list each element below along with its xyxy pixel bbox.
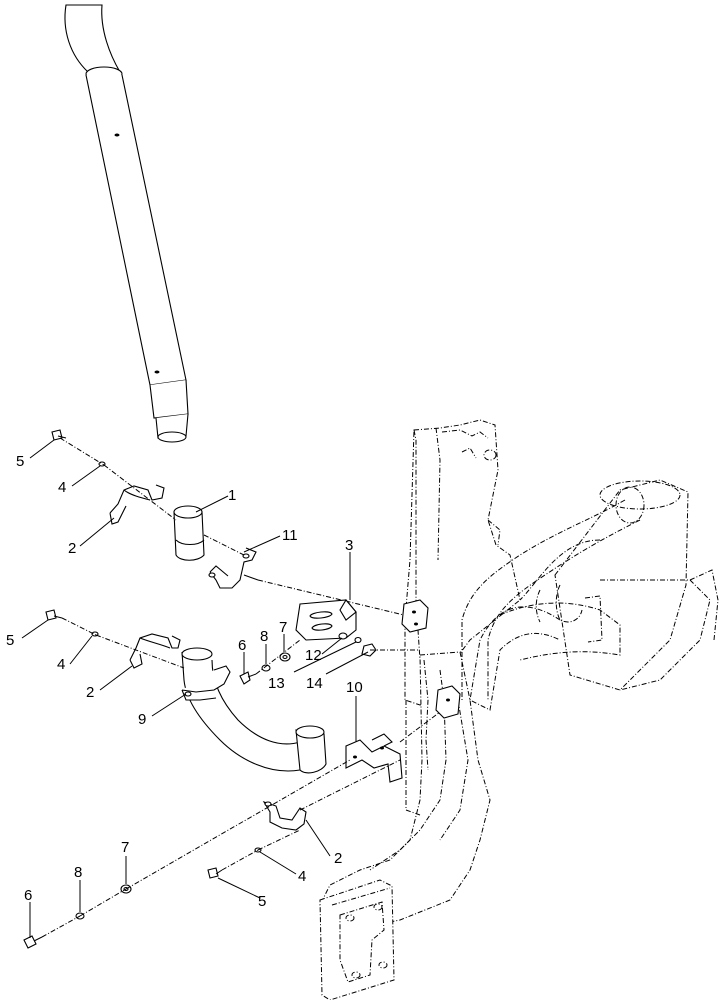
callout-7-middle: 7 bbox=[279, 619, 287, 636]
callout-2-middle: 2 bbox=[86, 684, 94, 701]
lower-clamp-set bbox=[23, 759, 401, 949]
callout-5-lower: 5 bbox=[258, 893, 266, 910]
exhaust-tail-pipe bbox=[64, 4, 189, 443]
callout-6-lower: 6 bbox=[24, 887, 32, 904]
callout-12: 12 bbox=[305, 647, 322, 664]
callout-11: 11 bbox=[282, 527, 298, 544]
callout-2-upper: 2 bbox=[68, 540, 76, 557]
callout-8-lower: 8 bbox=[74, 864, 82, 881]
mounting-bracket-3 bbox=[295, 599, 429, 641]
callout-13: 13 bbox=[268, 675, 285, 692]
callout-5-middle: 5 bbox=[6, 632, 14, 649]
callout-14: 14 bbox=[306, 675, 323, 692]
callout-8-middle: 8 bbox=[260, 628, 268, 645]
upper-clamp-set bbox=[51, 429, 409, 617]
mounting-bracket-10 bbox=[345, 685, 461, 783]
callout-9: 9 bbox=[138, 711, 146, 728]
callout-10: 10 bbox=[346, 679, 363, 696]
callout-4-upper: 4 bbox=[58, 479, 66, 496]
callout-6-middle: 6 bbox=[238, 637, 246, 654]
callout-1: 1 bbox=[228, 487, 236, 504]
bracket-hardware bbox=[239, 632, 420, 685]
callout-5-upper: 5 bbox=[16, 453, 24, 470]
callout-7-lower: 7 bbox=[121, 839, 129, 856]
callout-2-lower: 2 bbox=[334, 850, 342, 867]
callout-labels: 1 2 2 2 3 4 4 4 5 5 5 6 6 7 7 8 8 9 10 1… bbox=[6, 453, 363, 910]
machine-frame bbox=[319, 419, 719, 1000]
middle-clamp-set bbox=[45, 609, 327, 774]
callout-leaders bbox=[21, 439, 369, 938]
callout-4-lower: 4 bbox=[298, 868, 306, 885]
callout-3: 3 bbox=[345, 537, 353, 554]
callout-4-middle: 4 bbox=[57, 656, 65, 673]
